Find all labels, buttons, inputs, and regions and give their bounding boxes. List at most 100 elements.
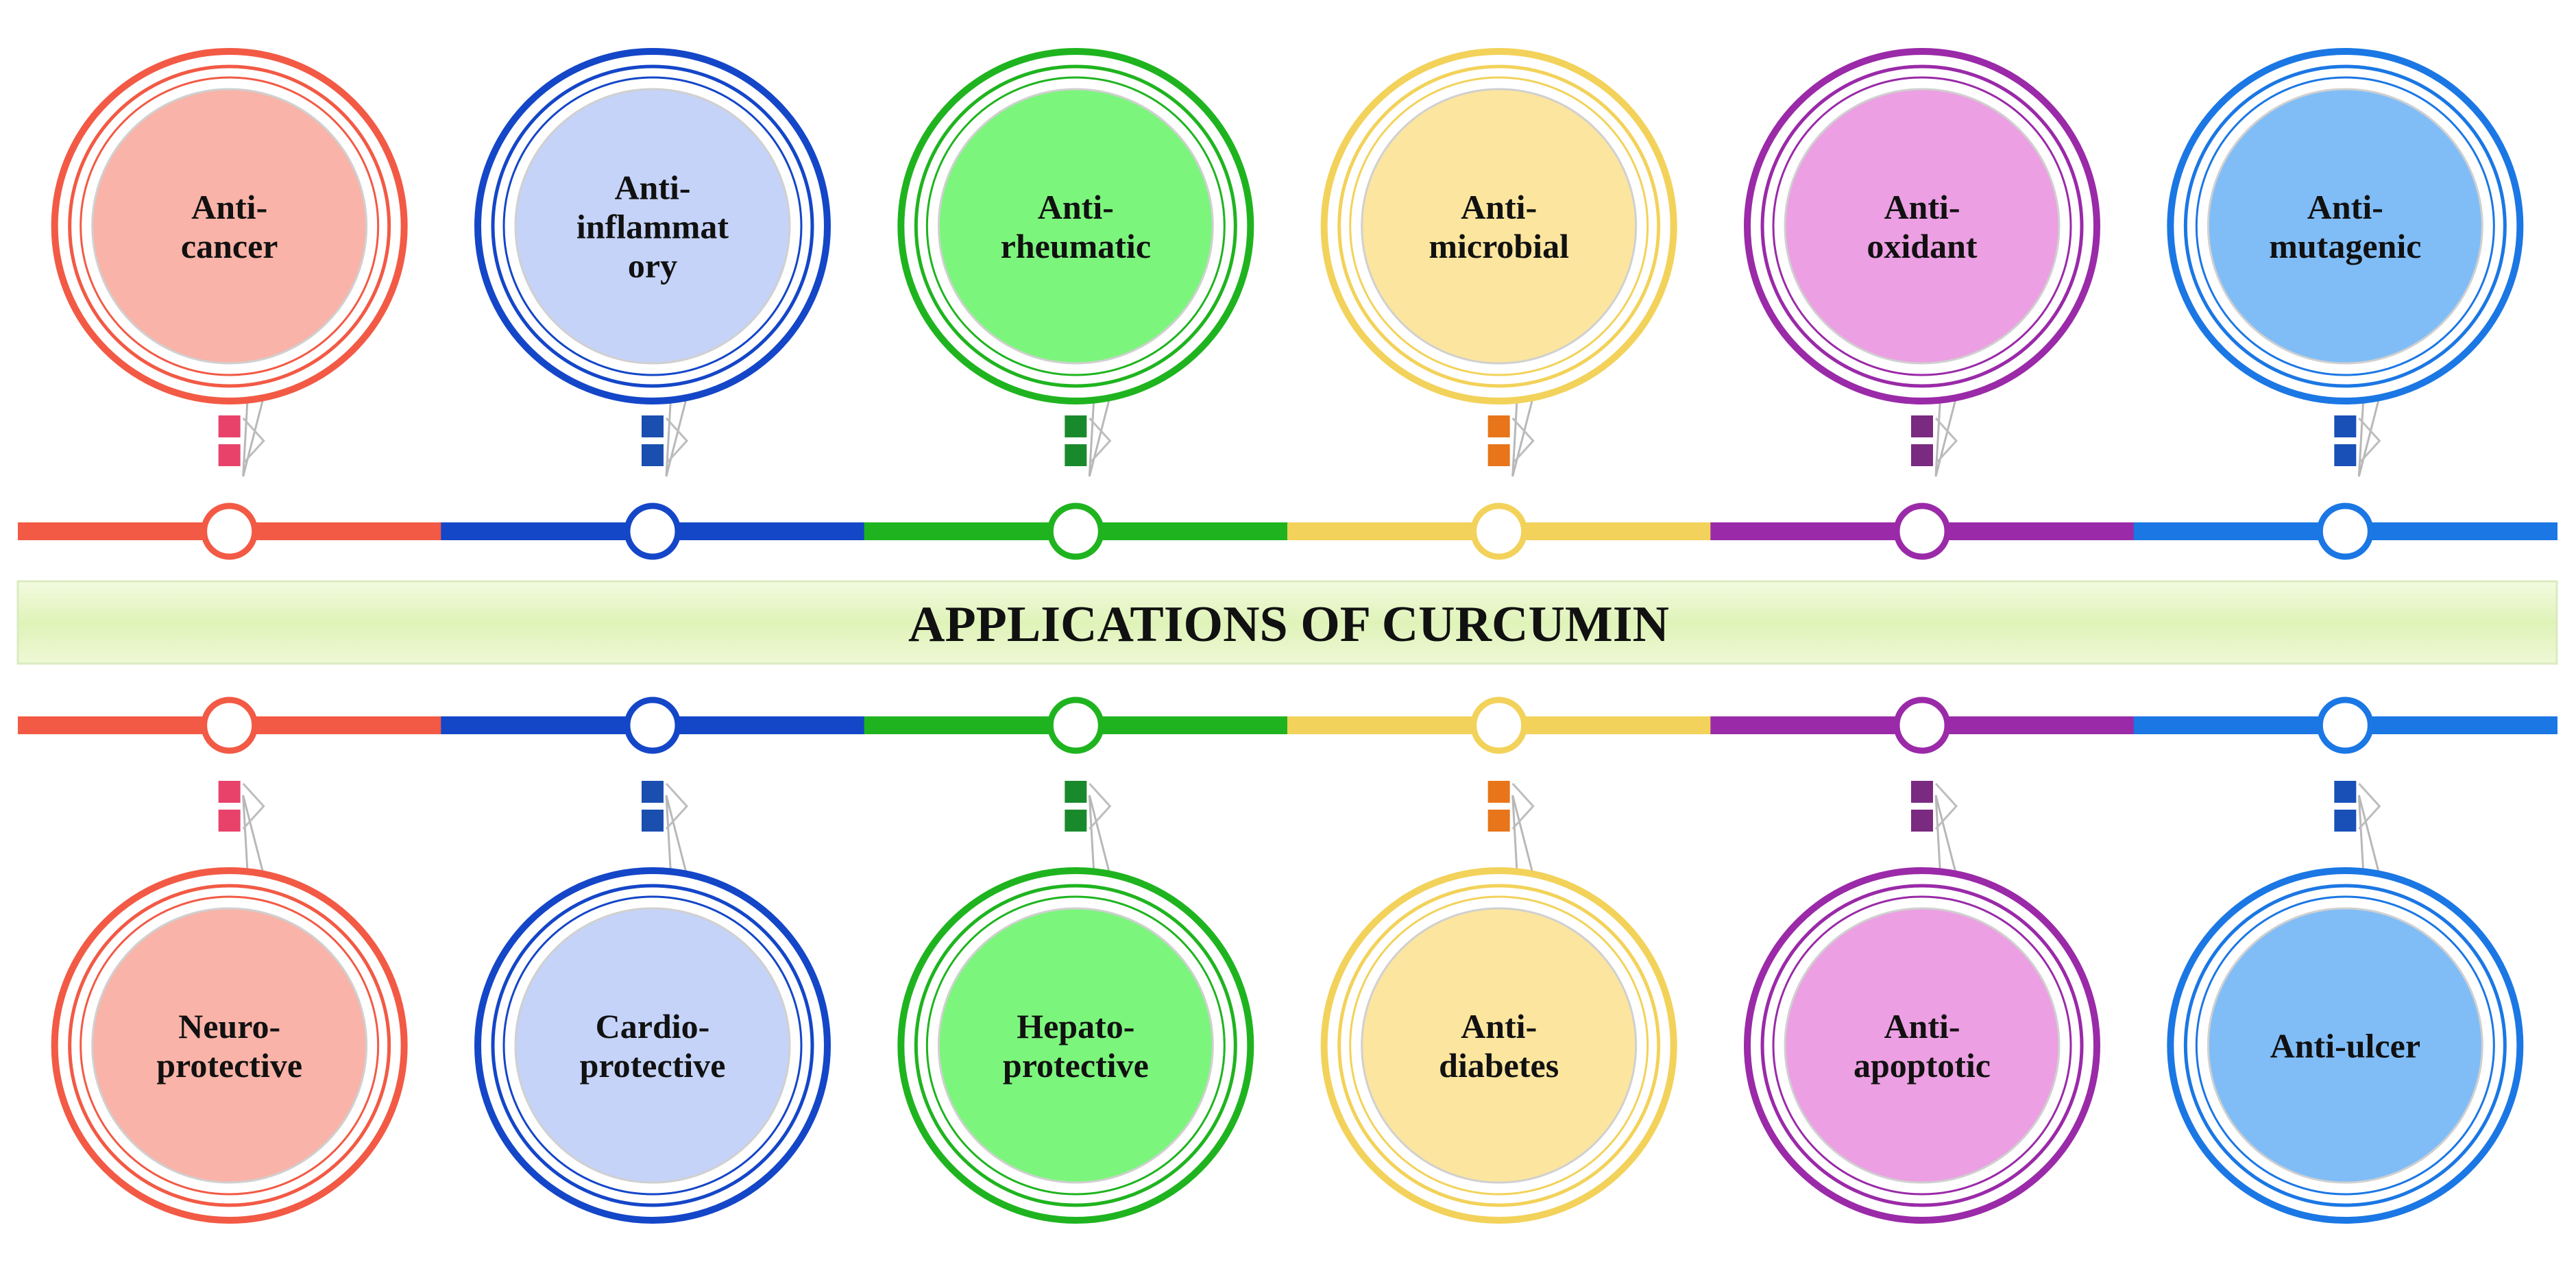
middle-ring (68, 64, 391, 388)
connector-square (1910, 414, 1934, 439)
callout-top-4: Anti-microbial (1320, 48, 1677, 477)
application-label-line: Anti- (1038, 188, 1114, 226)
callout-bottom-1: Neuro-protective (51, 779, 408, 1224)
connector-square (1910, 443, 1934, 468)
timeline-node-top (201, 503, 258, 560)
connector-arrow-icon (665, 417, 689, 465)
connector-square (640, 443, 665, 468)
connector-arrow-icon (1089, 417, 1112, 465)
callout-top-6: Anti-mutagenic (2167, 48, 2524, 477)
label-bubble (937, 907, 1214, 1184)
timeline-node-bottom (201, 697, 258, 754)
application-label-line: Anti- (614, 169, 690, 207)
timeline-node-top (1893, 503, 1951, 560)
timeline-node-top (1470, 503, 1528, 560)
application-label-line: cancer (181, 227, 278, 265)
connector-square (2333, 779, 2358, 804)
connector-square (1063, 808, 1089, 833)
middle-ring (68, 884, 391, 1207)
label-bubble (1361, 88, 1638, 365)
label-bubble (91, 907, 368, 1184)
application-label-line: Anti- (1884, 188, 1960, 226)
application-label-line: Anti- (1461, 188, 1537, 226)
connector-arrow-icon (1511, 782, 1535, 830)
application-label: Anti-oxidant (1867, 188, 1978, 265)
middle-ring (1760, 64, 2084, 388)
connector-arrow-icon (242, 782, 265, 830)
connector-square (640, 414, 665, 439)
application-label-line: protective (580, 1046, 726, 1085)
timeline-bottom (18, 697, 2557, 754)
application-label-line: Anti- (191, 188, 267, 226)
inner-ring (80, 895, 380, 1196)
connector-square (1910, 779, 1934, 804)
connector-arrow-icon (665, 782, 689, 830)
middle-ring (914, 64, 1237, 388)
inner-ring (1349, 895, 1649, 1196)
diagram-title: APPLICATIONS OF CURCUMIN (908, 596, 1669, 653)
title-banner: APPLICATIONS OF CURCUMIN (16, 580, 2558, 665)
inner-ring (2195, 76, 2495, 376)
connector-square (217, 414, 242, 439)
inner-ring (502, 76, 803, 376)
application-label-line: Cardio- (596, 1007, 710, 1045)
connector-square (1063, 779, 1089, 804)
callout-bottom-4: Anti-diabetes (1320, 779, 1677, 1224)
application-label-line: protective (1003, 1046, 1149, 1085)
application-label-line: Hepato- (1017, 1007, 1134, 1045)
connector-arrow-icon (1089, 782, 1112, 830)
label-bubble (1784, 907, 2061, 1184)
application-label-line: diabetes (1439, 1046, 1559, 1085)
connector-square (640, 808, 665, 833)
inner-ring (925, 76, 1226, 376)
timeline-node-bottom (1893, 697, 1951, 754)
connector-arrow-icon (1934, 417, 1958, 465)
label-bubble (937, 88, 1214, 365)
timeline-node-bottom (2316, 697, 2374, 754)
application-label: Anti-cancer (181, 188, 278, 265)
application-label: Cardio-protective (580, 1007, 726, 1085)
middle-ring (491, 884, 814, 1207)
inner-ring (80, 76, 380, 376)
middle-ring (491, 64, 814, 388)
timeline-node-top (1047, 503, 1104, 560)
middle-ring (2183, 884, 2507, 1207)
connector-square (1486, 808, 1511, 833)
inner-ring (925, 895, 1226, 1196)
inner-ring (2195, 895, 2495, 1196)
application-label: Anti-diabetes (1439, 1007, 1559, 1085)
inner-ring (1349, 76, 1649, 376)
application-label: Anti-microbial (1429, 188, 1569, 265)
label-bubble (514, 88, 791, 365)
inner-ring (1772, 895, 2072, 1196)
timeline-node-bottom (1470, 697, 1528, 754)
connector-arrow-icon (1934, 782, 1958, 830)
callout-top-5: Anti-oxidant (1744, 48, 2100, 477)
application-label: Anti-mutagenic (2269, 188, 2421, 265)
banner-background (16, 580, 2558, 665)
callouts: Anti-cancerNeuro-protectiveAnti-inflamma… (51, 48, 2524, 1224)
application-label-line: inflammat (576, 208, 729, 246)
timeline-node-bottom (624, 697, 681, 754)
application-label-line: mutagenic (2269, 227, 2421, 265)
connector-square (1486, 414, 1511, 439)
connector-square (1063, 443, 1089, 468)
label-bubble (91, 88, 368, 365)
application-label-line: Neuro- (178, 1007, 280, 1045)
timeline-node-bottom (1047, 697, 1104, 754)
connector-arrow-icon (2358, 417, 2381, 465)
application-label: Hepato-protective (1003, 1007, 1149, 1085)
timeline-top (18, 503, 2557, 560)
connector-square (217, 779, 242, 804)
middle-ring (2183, 64, 2507, 388)
connector-arrow-icon (1511, 417, 1535, 465)
callout-bottom-3: Hepato-protective (897, 779, 1254, 1224)
connector-square (217, 443, 242, 468)
connector-arrow-icon (2358, 782, 2381, 830)
label-bubble (514, 907, 791, 1184)
application-label-line: Anti- (1461, 1007, 1537, 1045)
callout-bottom-2: Cardio-protective (474, 779, 831, 1224)
